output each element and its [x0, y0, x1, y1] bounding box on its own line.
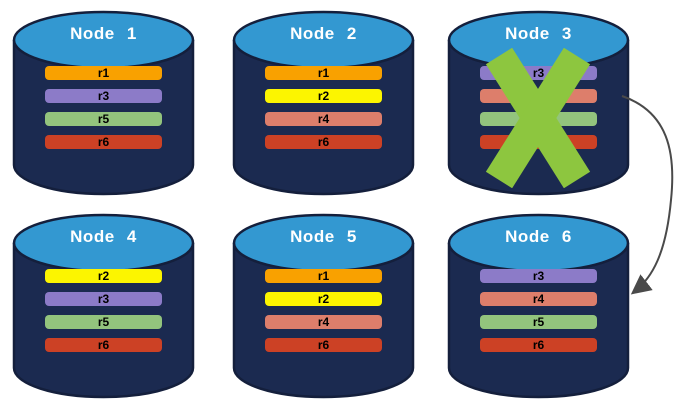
db-node-2: Node 2 r1 r2 r4 r6 — [232, 8, 415, 199]
replica-r2-bar: r2 — [265, 292, 382, 306]
replica-list: r1 r2 r4 r6 — [265, 66, 382, 158]
replica-r6-bar: r6 — [480, 338, 597, 352]
replica-r1-bar: r1 — [265, 66, 382, 80]
replica-r1-bar: r1 — [45, 66, 162, 80]
replica-list: r1 r2 r4 r6 — [265, 269, 382, 361]
node-title: Node 5 — [290, 227, 357, 246]
node-title: Node 1 — [70, 24, 137, 43]
replica-r5-bar: r5 — [480, 315, 597, 329]
replica-list: r1 r3 r5 r6 — [45, 66, 162, 158]
replica-r6-bar: r6 — [265, 338, 382, 352]
replica-r5-bar: r5 — [45, 112, 162, 126]
replica-r1-bar: r1 — [265, 269, 382, 283]
replica-r3-bar: r3 — [45, 292, 162, 306]
replica-r6-bar: r6 — [265, 135, 382, 149]
db-node-5: Node 5 r1 r2 r4 r6 — [232, 211, 415, 402]
replica-r4-bar: r4 — [265, 112, 382, 126]
node-title: Node 3 — [505, 24, 572, 43]
replica-r2-bar: r2 — [265, 89, 382, 103]
replica-r4-bar: r4 — [265, 315, 382, 329]
node-title: Node 6 — [505, 227, 572, 246]
replica-r3-bar: r3 — [45, 89, 162, 103]
replica-list: r3 r4 r5 r6 — [480, 269, 597, 361]
replica-list: r2 r3 r5 r6 — [45, 269, 162, 361]
replica-r4-bar: r4 — [480, 292, 597, 306]
node-title: Node 4 — [70, 227, 137, 246]
failure-x-icon — [485, 48, 591, 188]
replica-r6-bar: r6 — [45, 135, 162, 149]
replica-r2-bar: r2 — [45, 269, 162, 283]
replica-r3-bar: r3 — [480, 269, 597, 283]
db-node-1: Node 1 r1 r3 r5 r6 — [12, 8, 195, 199]
db-node-4: Node 4 r2 r3 r5 r6 — [12, 211, 195, 402]
db-node-6: Node 6 r3 r4 r5 r6 — [447, 211, 630, 402]
replica-r6-bar: r6 — [45, 338, 162, 352]
replica-r5-bar: r5 — [45, 315, 162, 329]
node-title: Node 2 — [290, 24, 357, 43]
